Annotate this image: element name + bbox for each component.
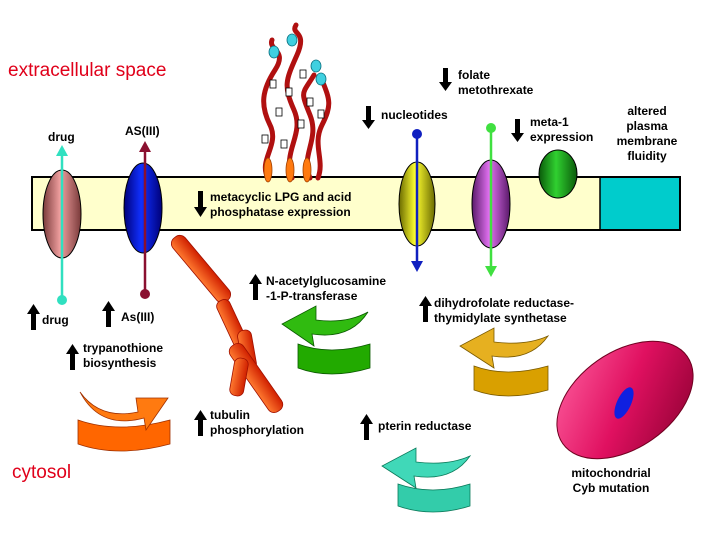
nucleotide-influx-arrowhead [411,261,423,272]
mito-label: mitochondrial Cyb mutation [571,466,651,495]
up-arrow-icon [66,344,79,370]
trypanothione-label: trypanothione biosynthesis [83,341,163,370]
folate-influx-arrowhead [485,266,497,277]
pterin-curved-arrow [381,447,472,513]
extracellular-space-label: extracellular space [8,60,167,81]
drug-bottom-label: drug [42,313,69,327]
lpg-label: metacyclic LPG and acid phosphatase expr… [210,190,352,219]
tubulin-label: tubulin phosphorylation [210,408,304,437]
up-arrow-icon [249,274,262,300]
up-arrow-icon [419,296,432,322]
as3-efflux-arrowhead [139,141,151,152]
as3-top-label: AS(III) [125,124,160,138]
up-arrow-icon [360,414,373,440]
down-arrow-icon [511,119,524,142]
meta1-protein [538,149,578,199]
down-arrow-icon [194,191,207,217]
up-arrow-icon [27,304,40,330]
tubulin-filaments [170,234,284,414]
as3-transporter [123,162,163,254]
membrane-fluidity-label: altered plasma membrane fluidity [616,104,678,163]
cytosol-label: cytosol [12,462,72,483]
nucleotides-label: nucleotides [381,108,448,122]
drug-top-label: drug [48,130,75,144]
up-arrow-icon [194,410,207,436]
dhfr-label: dihydrofolate reductase- thymidylate syn… [434,296,575,325]
down-arrow-icon [362,106,375,129]
folate-label: folate metothrexate [458,68,534,97]
lpg-anchor-feet [263,157,312,183]
as3-bottom-label: As(III) [121,310,155,324]
nacetyl-curved-arrow [281,305,371,375]
nacetyl-label: N-acetylglucosamine -1-P-transferase [266,274,387,303]
mitochondrial-cyb [614,387,634,419]
up-arrow-icon [102,301,115,327]
dhfr-curved-arrow [459,327,550,397]
pterin-label: pterin reductase [378,419,472,433]
lpg-caps [268,33,327,86]
trypanothione-curved-arrow [77,391,171,452]
meta1-label: meta-1 expression [530,115,594,144]
membrane-fluidity-block [600,178,679,229]
drug-efflux-arrowhead [56,145,68,156]
lpg-sugar-boxes [261,69,325,149]
down-arrow-icon [439,68,452,91]
